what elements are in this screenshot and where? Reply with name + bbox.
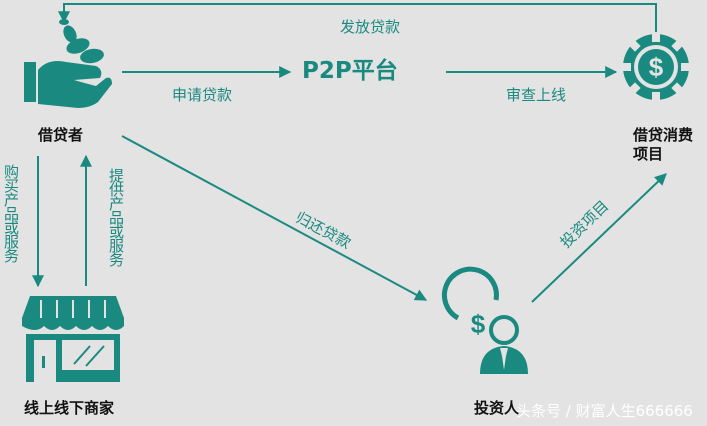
label-apply-loan: 申请贷款 xyxy=(172,86,233,104)
svg-text:$: $ xyxy=(649,52,664,82)
node-borrower: 借贷者 xyxy=(38,126,84,144)
edge-repay-loan xyxy=(121,135,428,301)
hand-coins-icon xyxy=(24,19,112,108)
watermark-text: 头条号 / 财富人生666666 xyxy=(516,402,693,420)
label-review-listing: 审查上线 xyxy=(506,86,567,104)
edge-invest-project xyxy=(531,173,667,303)
investor-dollar-icon: $ xyxy=(442,266,528,374)
dollar-chip-icon: $ xyxy=(623,34,689,100)
label-provide-goods: 提供产品或服务 xyxy=(107,168,125,266)
edge-issue-loan xyxy=(58,3,657,32)
node-project: 借贷消费 项目 xyxy=(633,126,694,163)
node-merchant: 线上线下商家 xyxy=(24,399,115,417)
svg-text:$: $ xyxy=(471,309,486,339)
node-investor: 投资人 xyxy=(474,399,520,417)
label-issue-loan: 发放贷款 xyxy=(340,18,401,36)
label-buy-goods: 购买产品或服务 xyxy=(2,164,20,262)
node-platform: P2P平台 xyxy=(302,58,398,84)
storefront-icon xyxy=(22,296,124,382)
